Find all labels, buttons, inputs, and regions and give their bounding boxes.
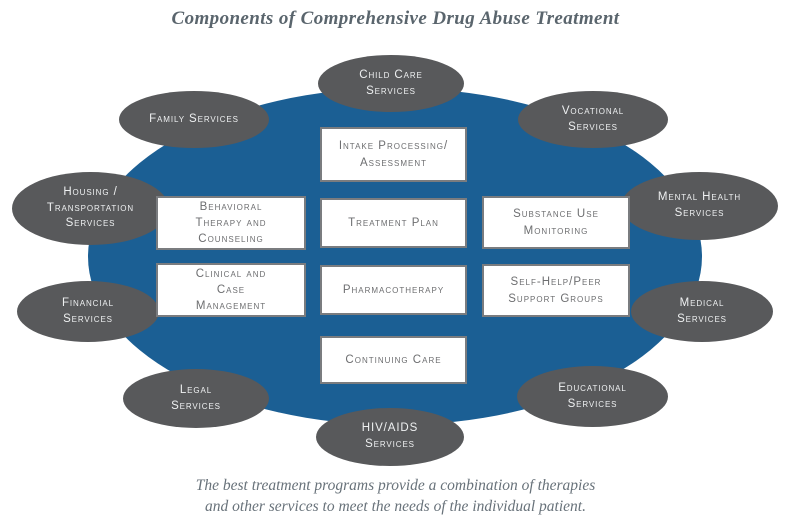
satellite-ellipse-housing-transportation-services: Housing / Transportation Services [12, 172, 169, 245]
satellite-ellipse-vocational-services: Vocational Services [518, 91, 668, 148]
core-box-label: Intake Processing/ Assessment [338, 140, 449, 169]
core-box-label: Clinical and Case Management [195, 267, 267, 313]
core-box-label: Treatment Plan [348, 216, 439, 229]
satellite-ellipse-legal-services: Legal Services [123, 369, 269, 428]
satellite-label: Vocational Services [561, 104, 625, 133]
core-box-treatment-plan: Treatment Plan [320, 198, 467, 248]
core-box-self-help-peer-support-groups: Self-Help/Peer Support Groups [482, 264, 630, 317]
satellite-label: Medical Services [677, 296, 727, 325]
core-box-label: Pharmacotherapy [342, 283, 445, 296]
core-box-label: Behavioral Therapy and Counseling [195, 200, 267, 246]
core-box-label: Substance Use Monitoring [513, 208, 599, 237]
satellite-label: Legal Services [171, 383, 221, 412]
caption-line-1: The best treatment programs provide a co… [195, 477, 596, 494]
core-box-continuing-care: Continuing Care [320, 336, 467, 384]
satellite-label: Child Care Services [359, 68, 423, 97]
core-box-label: Continuing Care [345, 353, 442, 366]
satellite-label: Family Services [149, 112, 239, 125]
satellite-label: Mental Health Services [657, 191, 742, 219]
diagram-title: Components of Comprehensive Drug Abuse T… [171, 8, 620, 29]
satellite-ellipse-family-services: Family Services [119, 91, 269, 148]
satellite-ellipse-mental-health-services: Mental Health Services [621, 172, 778, 240]
core-box-intake-processing-assessment: Intake Processing/ Assessment [320, 127, 467, 182]
satellite-label: HIV/AIDS Services [361, 422, 419, 450]
core-box-substance-use-monitoring: Substance Use Monitoring [482, 196, 630, 249]
core-box-pharmacotherapy: Pharmacotherapy [320, 265, 467, 315]
satellite-ellipse-hiv-aids-services: HIV/AIDS Services [316, 408, 464, 466]
satellite-ellipse-child-care-services: Child Care Services [318, 55, 464, 112]
satellite-label: Financial Services [61, 296, 115, 325]
core-box-clinical-and-case-management: Clinical and Case Management [156, 263, 306, 317]
caption: The best treatment programs provide a co… [0, 476, 791, 518]
satellite-ellipse-financial-services: Financial Services [17, 281, 159, 342]
core-box-behavioral-therapy-and-counseling: Behavioral Therapy and Counseling [156, 196, 306, 250]
satellite-label: Educational Services [558, 381, 627, 410]
core-box-label: Self-Help/Peer Support Groups [508, 276, 604, 305]
satellite-ellipse-medical-services: Medical Services [631, 281, 773, 342]
satellite-ellipse-educational-services: Educational Services [517, 366, 668, 427]
satellite-label: Housing / Transportation Services [46, 186, 135, 230]
caption-line-2: and other services to meet the needs of … [205, 497, 586, 515]
